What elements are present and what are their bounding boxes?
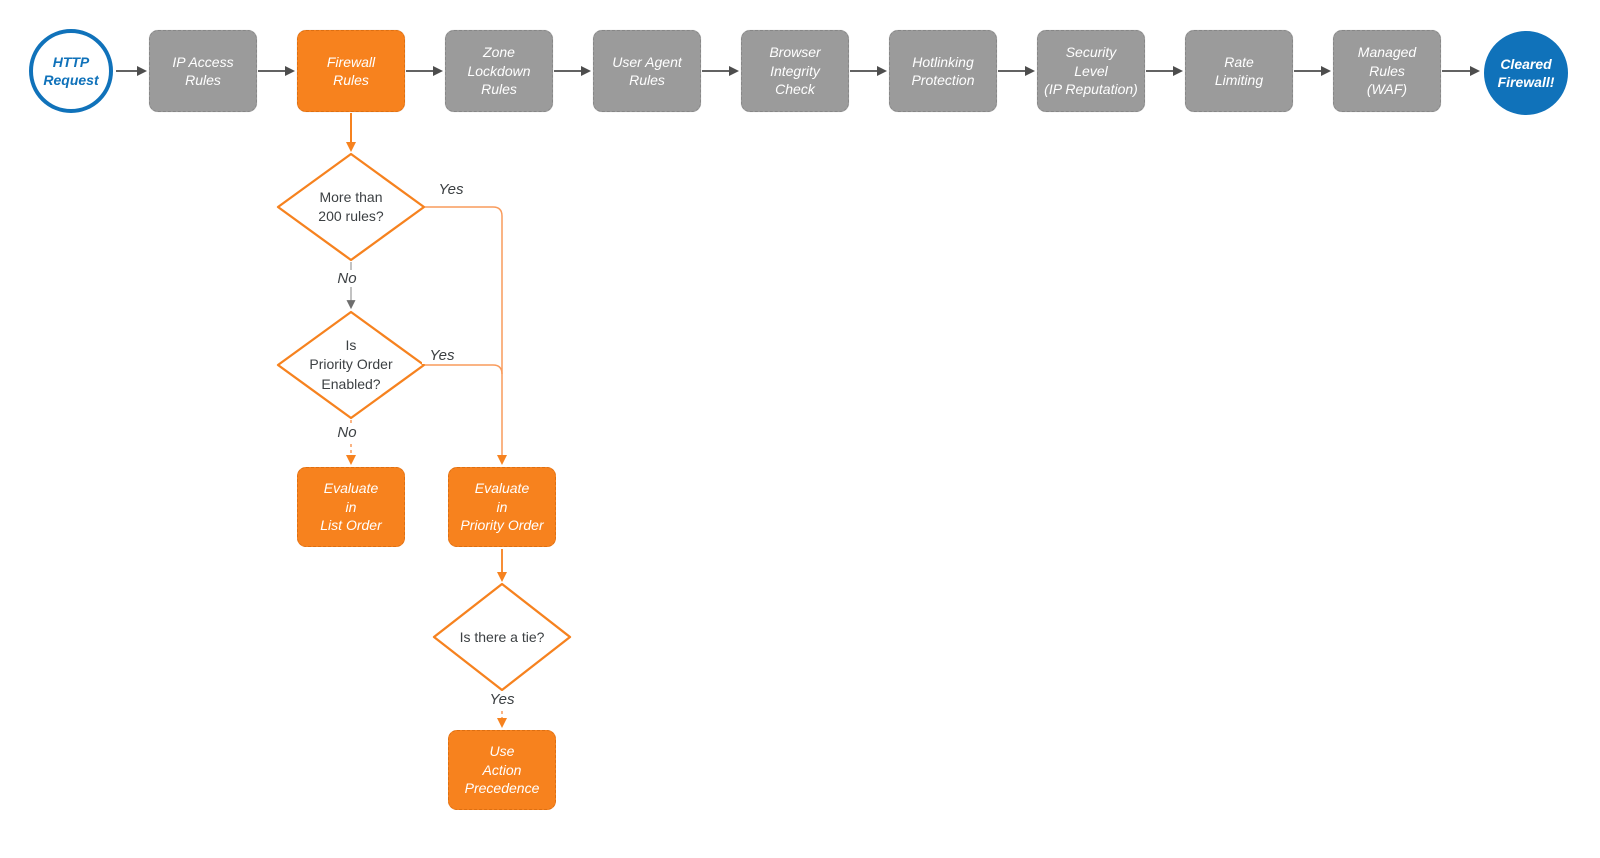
decision-diamond-tie [432,582,572,692]
stage-label: Rate Limiting [1214,53,1264,88]
action-use-action-precedence: Use Action Precedence [448,730,556,810]
stage-label: IP Access Rules [172,53,234,88]
stage-label: Firewall Rules [326,53,376,88]
stage-label: Browser Integrity Check [769,44,821,98]
action-evaluate-list-order: Evaluate in List Order [297,467,405,547]
end-node-cleared-firewall: Cleared Firewall! [1484,31,1568,115]
stage-managed-rules-waf: Managed Rules (WAF) [1333,30,1441,112]
edge-label-yes-200-rules: Yes [431,181,471,199]
stage-ip-access-rules: IP Access Rules [149,30,257,112]
stage-rate-limiting: Rate Limiting [1185,30,1293,112]
stage-security-level: Security Level (IP Reputation) [1037,30,1145,112]
action-evaluate-priority-order: Evaluate in Priority Order [448,467,556,547]
decision-diamond-priority-enabled [276,310,426,420]
action-label: Evaluate in Priority Order [460,480,544,534]
start-node-http-request: HTTP Request [29,29,113,113]
arrow-yes-200-rules-to-priority-order [425,206,507,465]
edge-label-yes-tie: Yes [482,691,522,709]
stage-label: Managed Rules (WAF) [1357,44,1417,98]
end-node-label: Cleared Firewall! [1497,55,1555,90]
decision-text-tie: Is there a tie? [459,629,545,645]
edge-label-yes-priority-enabled: Yes [422,347,462,365]
decision-text-priority-enabled: Is Priority Order Enabled? [309,337,393,392]
stage-user-agent-rules: User Agent Rules [593,30,701,112]
edge-label-no-200-rules: No [327,270,367,288]
arrow-yes-priority-enabled-merge [425,364,503,375]
stage-zone-lockdown-rules: Zone Lockdown Rules [445,30,553,112]
edge-label-no-priority-enabled: No [327,424,367,442]
stage-label: User Agent Rules [612,53,682,88]
stage-browser-integrity-check: Browser Integrity Check [741,30,849,112]
action-label: Use Action Precedence [464,743,540,797]
stage-label: Hotlinking Protection [911,53,975,88]
action-label: Evaluate in List Order [320,480,382,534]
stage-firewall-rules: Firewall Rules [297,30,405,112]
decision-text-200-rules: More than 200 rules? [318,189,384,225]
stage-hotlinking-protection: Hotlinking Protection [889,30,997,112]
stage-label: Security Level (IP Reputation) [1044,44,1138,98]
start-node-label: HTTP Request [43,53,99,88]
stage-label: Zone Lockdown Rules [467,44,531,98]
decision-diamond-200-rules [276,152,426,262]
